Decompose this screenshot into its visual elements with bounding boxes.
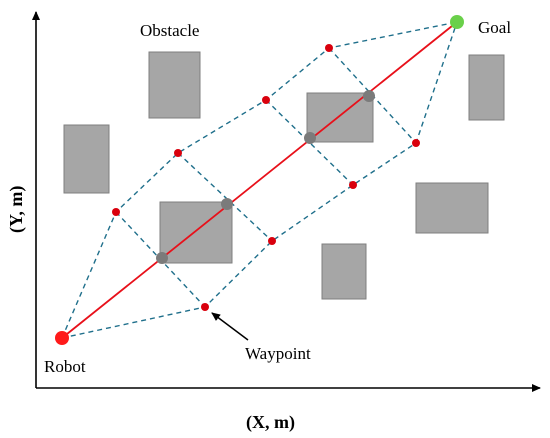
robot-marker [55, 331, 69, 345]
obstacle-4 [306, 92, 374, 143]
intersection-point [304, 132, 316, 144]
intersection-point [363, 90, 375, 102]
roadmap-cross-3 [265, 99, 354, 186]
waypoint-marker [349, 181, 357, 189]
waypoint-label: Waypoint [245, 344, 311, 363]
waypoints [112, 44, 420, 311]
goal-label: Goal [478, 18, 511, 37]
waypoint-marker [112, 208, 120, 216]
intersection-point [156, 252, 168, 264]
waypoint-marker [262, 96, 270, 104]
waypoint-marker [325, 44, 333, 52]
obstacle-1 [148, 51, 201, 119]
waypoint-marker [201, 303, 209, 311]
roadmap-cross-2 [177, 152, 273, 242]
waypoint-marker [174, 149, 182, 157]
intersection-point [221, 198, 233, 210]
obstacle-2 [63, 124, 110, 194]
roadmap-outer-upper [61, 21, 458, 339]
waypoint-pointer-arrow [211, 312, 249, 341]
planned-path [61, 21, 458, 339]
goal-marker [450, 15, 464, 29]
waypoint-marker [268, 237, 276, 245]
robot-label: Robot [44, 357, 86, 376]
axes [32, 11, 541, 392]
obstacle-6 [415, 182, 489, 234]
obstacle-3 [468, 54, 505, 121]
obstacles [63, 51, 505, 300]
obstacle-label: Obstacle [140, 21, 199, 40]
roadmap-outer-lower [61, 21, 458, 339]
waypoint-marker [412, 139, 420, 147]
x-axis-label: (X, m) [246, 412, 295, 433]
obstacle-7 [321, 243, 367, 300]
y-axis-label: (Y, m) [6, 186, 27, 233]
intersection-points [156, 90, 375, 264]
